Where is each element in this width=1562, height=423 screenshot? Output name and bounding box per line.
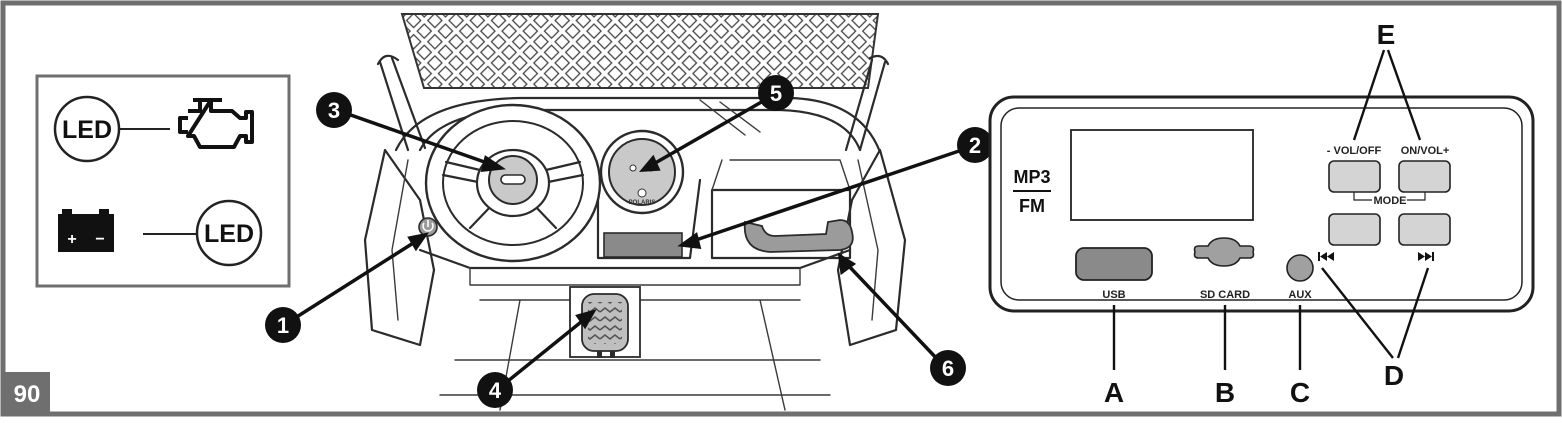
letter-a: A xyxy=(1104,377,1124,408)
aux-label: AUX xyxy=(1288,289,1312,301)
callout-number-5: 5 xyxy=(770,81,782,106)
callout-number-4: 4 xyxy=(489,378,502,403)
front-grill xyxy=(400,13,880,89)
power-icon xyxy=(422,220,434,232)
vehicle-dashboard-drawing: POLARIS xyxy=(265,13,993,411)
prev-track-icon xyxy=(1318,252,1334,261)
callout-number-6: 6 xyxy=(942,356,954,381)
radio-title-bottom: FM xyxy=(1019,196,1045,216)
sd-card-label: SD CARD xyxy=(1200,289,1250,301)
battery-icon: + − xyxy=(58,209,114,252)
figure-number-badge: 90 xyxy=(4,372,50,414)
callout-badge-4: 4 xyxy=(477,372,513,408)
letter-b: B xyxy=(1215,377,1235,408)
indicator-legend: LED + − LED xyxy=(35,74,291,288)
callout-badge-1: 1 xyxy=(265,307,301,343)
callout-badge-2: 2 xyxy=(957,127,993,163)
vol-minus-button[interactable] xyxy=(1328,160,1381,193)
vol-minus-label: - VOL/OFF xyxy=(1327,145,1382,157)
mp3-fm-radio-panel: MP3 FM - VOL/OFF ON/VOL+ MODE USB SD CAR… xyxy=(988,95,1535,313)
vol-plus-button[interactable] xyxy=(1398,160,1451,193)
led-label-top: LED xyxy=(62,116,112,144)
usb-label: USB xyxy=(1102,289,1125,301)
letter-e: E xyxy=(1377,19,1396,50)
steering-wheel xyxy=(424,103,602,263)
next-track-button[interactable] xyxy=(1398,213,1451,246)
dash-radio-slot xyxy=(603,232,683,258)
battery-plus: + xyxy=(67,231,76,248)
figure-number: 90 xyxy=(14,381,41,408)
mode-label: MODE xyxy=(1374,195,1407,207)
led-label-bottom: LED xyxy=(204,220,254,248)
callout-number-1: 1 xyxy=(277,313,289,338)
letter-c: C xyxy=(1290,377,1310,408)
callout-badge-5: 5 xyxy=(758,75,794,111)
speed-gauge: POLARIS xyxy=(599,129,685,215)
callout-badge-3: 3 xyxy=(316,92,352,128)
next-track-icon xyxy=(1418,252,1434,261)
gauge-brand: POLARIS xyxy=(629,200,656,206)
radio-title-top: MP3 xyxy=(1013,167,1050,187)
callout-number-3: 3 xyxy=(328,98,340,123)
callout-arrows xyxy=(294,98,963,387)
led-badge-bottom xyxy=(195,199,263,267)
grab-handle xyxy=(743,219,854,253)
letter-pointers xyxy=(1112,49,1430,370)
engine-check-icon xyxy=(178,98,254,149)
battery-minus: − xyxy=(95,231,104,248)
callout-badge-6: 6 xyxy=(930,350,966,386)
callout-number-2: 2 xyxy=(969,133,981,158)
aux-jack[interactable] xyxy=(1286,254,1314,282)
prev-track-button[interactable] xyxy=(1328,213,1381,246)
radio-display xyxy=(1070,129,1254,221)
usb-port[interactable] xyxy=(1075,247,1153,281)
sd-card-slot[interactable] xyxy=(1193,237,1255,267)
horn-button xyxy=(500,174,526,185)
vol-plus-label: ON/VOL+ xyxy=(1401,145,1450,157)
letter-d: D xyxy=(1384,360,1404,391)
power-switch xyxy=(418,217,438,237)
